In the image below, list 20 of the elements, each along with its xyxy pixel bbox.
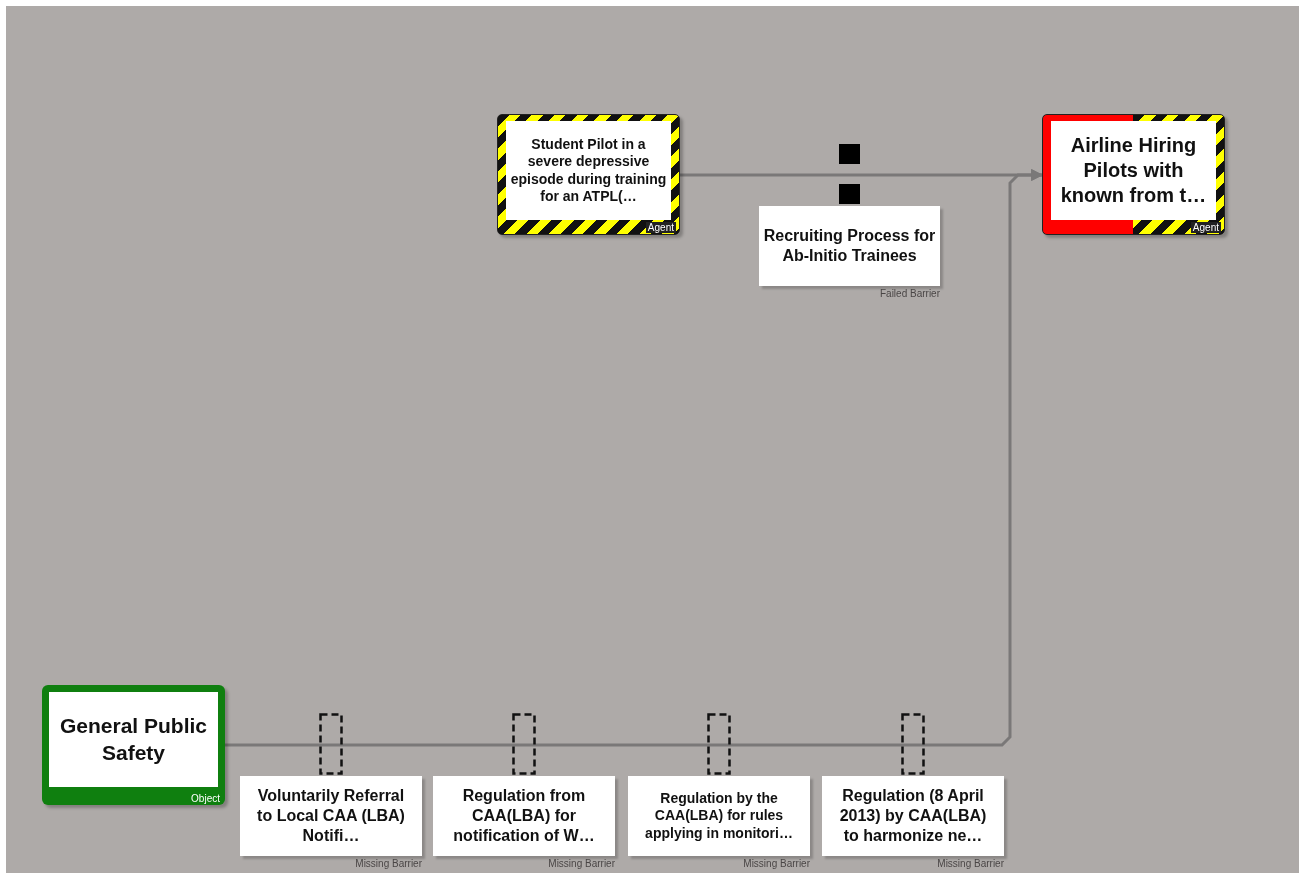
type-label: Object: [190, 793, 221, 804]
connector-arrow: [225, 169, 1044, 747]
node-text: Regulation by the CAA(LBA) for rules applying in monitori…: [644, 789, 794, 843]
agent-box: [497, 114, 680, 235]
node-text: Regulation (8 April 2013) by CAA(LBA) to harmonize ne…: [838, 786, 988, 846]
node-text: Recruiting Process for Ab-Initio Trainees: [763, 226, 936, 266]
node-text: Voluntarily Referral to Local CAA (LBA) Notifi…: [256, 786, 406, 846]
node-text: Airline Hiring Pilots with known from t…: [1059, 133, 1208, 208]
type-label: Missing Barrier: [937, 858, 1004, 869]
node-text: General Public Safety: [58, 713, 209, 766]
type-label: Agent: [645, 222, 676, 233]
object-box: [42, 685, 225, 805]
agent-box: [1042, 114, 1225, 235]
type-label: Agent: [1190, 222, 1221, 233]
node-text: Regulation from CAA(LBA) for notification of W…: [452, 786, 596, 846]
type-label: Failed Barrier: [879, 288, 940, 299]
type-label: Missing Barrier: [355, 858, 422, 869]
type-label: Missing Barrier: [548, 858, 615, 869]
type-label: Missing Barrier: [743, 858, 810, 869]
node-text: Student Pilot in a severe depressive episode during training for an ATPL(…: [510, 135, 667, 206]
